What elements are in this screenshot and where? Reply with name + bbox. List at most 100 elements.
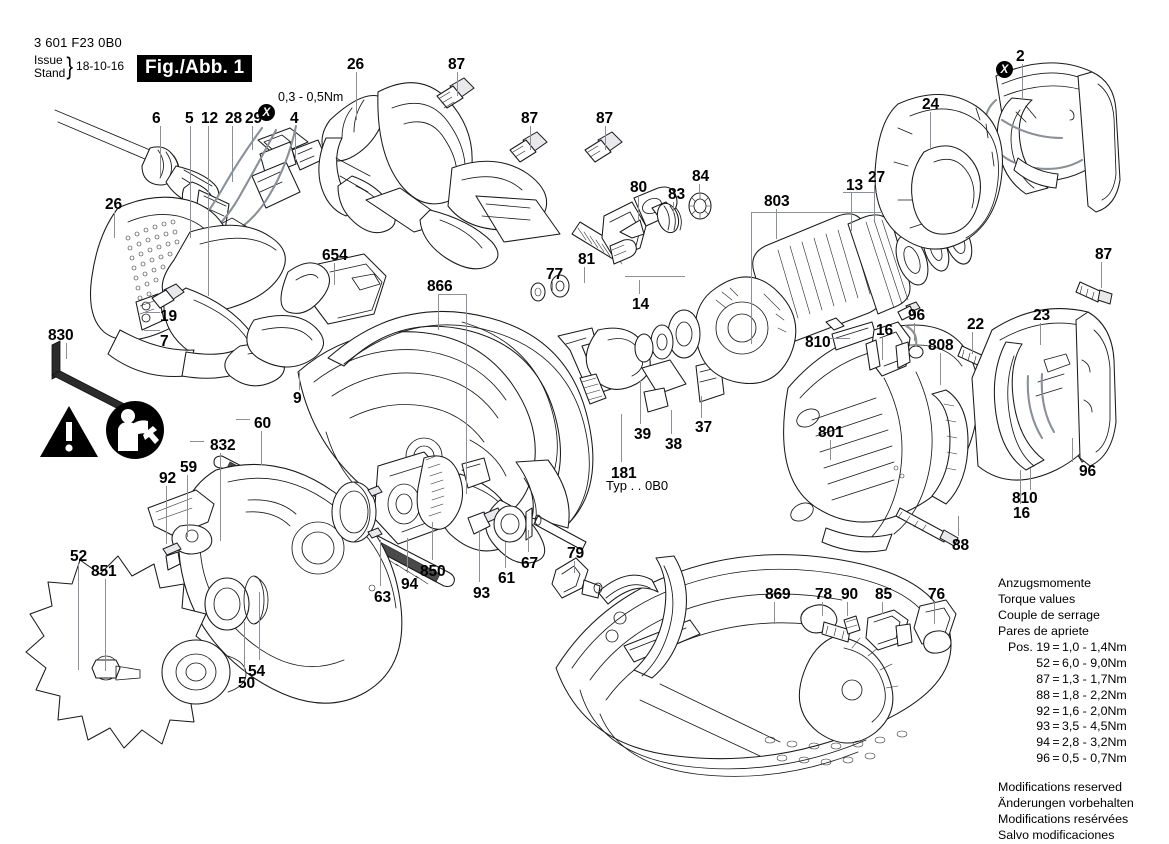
torque-pos: 87	[1036, 671, 1050, 686]
torque-row: 52=6,0 - 9,0Nm	[998, 656, 1134, 672]
callout-63: 63	[374, 589, 392, 606]
leader-19	[144, 312, 160, 314]
leader-29	[252, 126, 254, 150]
torque-value: 1,6 - 2,0Nm	[1062, 703, 1127, 718]
callout-810: 810	[1012, 490, 1038, 507]
callout-4: 4	[290, 110, 299, 127]
flange-851	[161, 639, 247, 705]
issue-date: 18-10-16	[76, 58, 125, 73]
brush-holder-right	[1001, 379, 1093, 467]
leader-803	[776, 209, 778, 239]
callout-24: 24	[922, 96, 940, 113]
leader-92	[166, 486, 168, 544]
warning-triangle-icon	[40, 406, 98, 457]
saw-blade-52	[25, 555, 217, 749]
callout-50: 50	[238, 675, 256, 692]
callout-28: 28	[225, 110, 243, 127]
callout-9: 9	[293, 390, 302, 407]
leader-808	[940, 353, 942, 385]
callout-67: 67	[521, 555, 539, 572]
leader-67	[528, 530, 530, 552]
leader-96b	[1072, 438, 1074, 462]
leader-810b	[1030, 468, 1032, 490]
torque-value: 1,3 - 1,7Nm	[1062, 671, 1127, 686]
leader-830	[66, 343, 68, 359]
callout-26: 26	[347, 56, 365, 73]
callout-23: 23	[1033, 307, 1051, 324]
leader-16b	[1020, 470, 1022, 504]
torque-equals: =	[1052, 655, 1060, 670]
leader-79	[574, 561, 576, 573]
callout-810: 810	[805, 334, 831, 351]
torque-equals: =	[1052, 703, 1060, 718]
callout-654: 654	[322, 247, 348, 264]
leader-869	[774, 602, 776, 624]
modification-note: Änderungen vorbehalten	[998, 796, 1134, 811]
callout-803: 803	[764, 193, 790, 210]
x-marker-top-left: X	[258, 104, 275, 121]
leader-84	[699, 184, 701, 194]
torque-value: 3,5 - 4,5Nm	[1062, 719, 1127, 734]
x-marker-stator: X	[996, 61, 1013, 78]
callout-26: 26	[105, 196, 123, 213]
leader-4	[295, 126, 297, 160]
torque-value: 1,8 - 2,2Nm	[1062, 687, 1127, 702]
torque-equals: =	[1052, 719, 1060, 734]
stand-label: Stand	[34, 65, 66, 80]
leader-93	[479, 530, 481, 582]
blade-guard-866	[327, 310, 594, 564]
leader-60-arrow	[236, 419, 250, 421]
torque-pos: 96	[1036, 751, 1050, 766]
callout-850: 850	[420, 563, 446, 580]
torque-value: 1,0 - 1,4Nm	[1062, 639, 1127, 654]
order-number: 3 601 F23 0B0	[34, 35, 122, 50]
callout-22: 22	[967, 316, 985, 333]
leader-39	[640, 380, 642, 424]
leader-50	[244, 622, 246, 672]
leader-59	[187, 475, 189, 537]
callout-60: 60	[254, 415, 272, 432]
leader-83	[673, 202, 675, 214]
callout-81: 81	[578, 251, 596, 268]
callout-16: 16	[1013, 505, 1031, 522]
leader-866a	[438, 294, 440, 330]
callout-54: 54	[248, 663, 266, 680]
torque-title: Pares de apriete	[998, 623, 1089, 638]
callout-851: 851	[91, 563, 117, 580]
leader-38	[671, 410, 673, 434]
leader-851	[105, 579, 107, 671]
callout-27: 27	[868, 169, 886, 186]
leader-7	[144, 330, 160, 332]
callout-78: 78	[815, 586, 833, 603]
callout-83: 83	[668, 186, 686, 203]
torque-pos: 52	[1036, 655, 1050, 670]
leader-23	[1040, 323, 1042, 345]
leader-12	[208, 126, 210, 296]
bracket-14	[625, 276, 685, 278]
leader-60	[261, 431, 263, 465]
callout-76: 76	[928, 586, 946, 603]
torque-value: 0,5 - 0,7Nm	[1062, 751, 1127, 766]
leader-654	[334, 263, 336, 285]
parts-diagram-sheet: 3 601 F23 0B0 Issue Stand } 18-10-16 Fig…	[25, 35, 1134, 842]
leader-87b	[530, 126, 532, 150]
leader-96a	[914, 323, 916, 341]
torque-title: Torque values	[998, 591, 1076, 606]
callout-87: 87	[448, 56, 466, 73]
lower-housing-9	[297, 331, 536, 552]
torque-equals: =	[1052, 751, 1060, 766]
leader-14	[639, 280, 641, 294]
callout-7: 7	[160, 333, 169, 350]
torque-row: 87=1,3 - 1,7Nm	[998, 672, 1134, 688]
stator-2	[984, 62, 1121, 213]
bracket-803	[751, 212, 883, 214]
callout-61: 61	[498, 570, 516, 587]
bracket-803-left	[751, 212, 753, 344]
callout-94: 94	[401, 576, 419, 593]
screw-22	[957, 345, 997, 369]
figure-label: Fig./Abb. 1	[137, 55, 253, 82]
lever-59	[147, 489, 215, 571]
leader-63	[380, 540, 382, 586]
callout-77: 77	[546, 266, 564, 283]
